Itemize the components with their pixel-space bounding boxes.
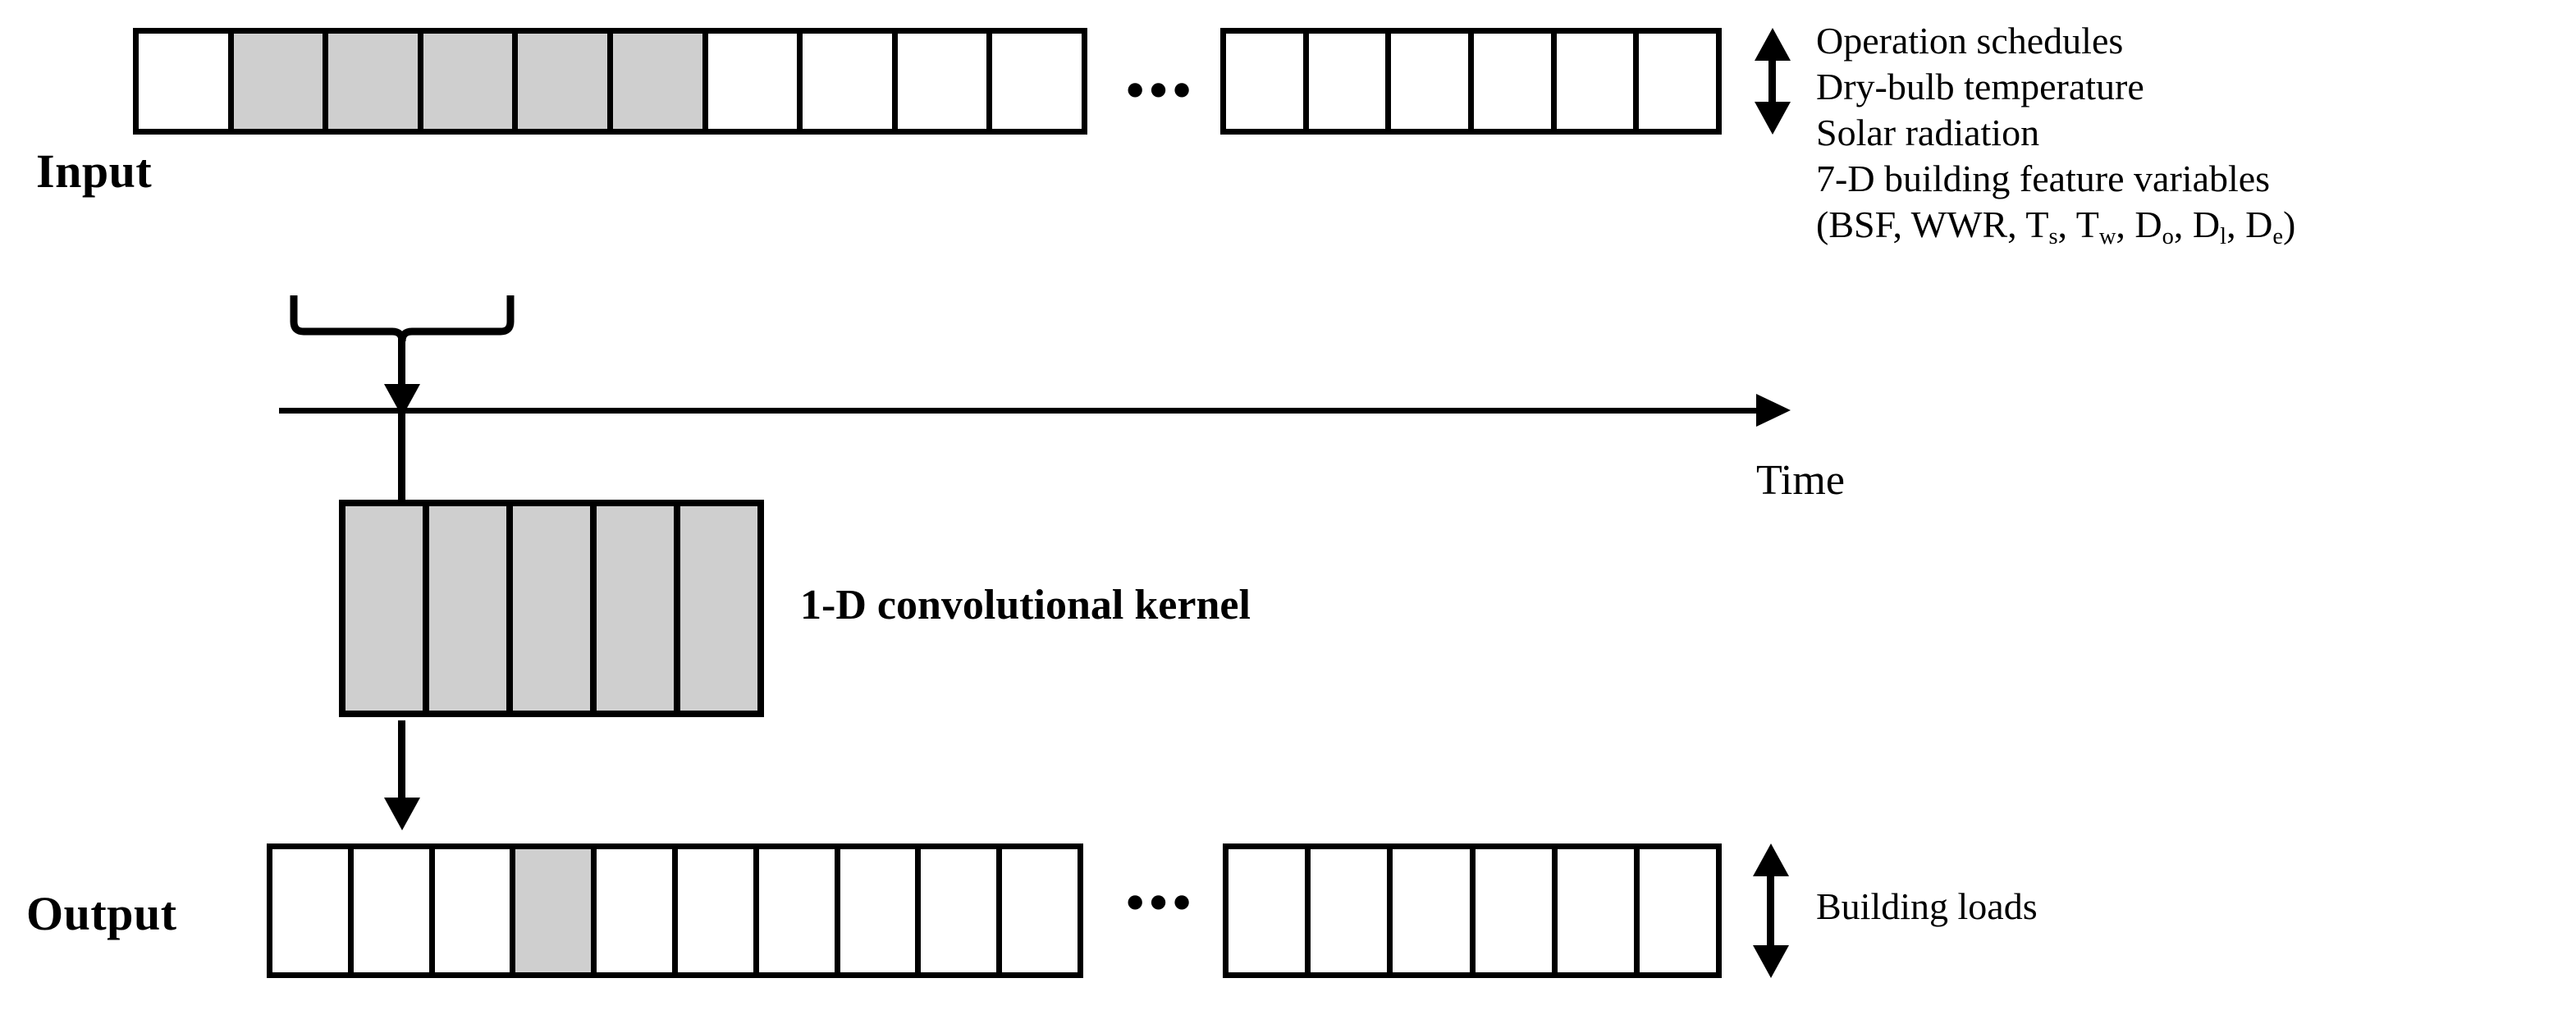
kernel-cell (345, 506, 429, 711)
feature-sep-4: , D (2226, 203, 2273, 245)
feature-suffix: ) (2283, 203, 2296, 245)
input-variable-line-3: Solar radiation (1816, 112, 2040, 153)
time-axis-arrow-head-icon (1756, 394, 1791, 427)
brace-to-kernel-arrow-shaft (398, 338, 405, 389)
output-timestep-cell (597, 849, 678, 972)
feature-sep-3: , D (2173, 203, 2221, 245)
output-row-label: Output (26, 887, 177, 940)
feature-sep-2: , D (2116, 203, 2162, 245)
input-feature-variable-list: (BSF, WWR, Ts, Tw, Do, Dl, De) (1816, 202, 2295, 260)
feature-subscript-o: o (2162, 223, 2174, 249)
feature-subscript-w: w (2098, 223, 2116, 249)
kernel-label: 1-D convolutional kernel (800, 582, 1251, 629)
output-variable-label: Building loads (1816, 885, 2038, 927)
input-timestep-cell (992, 34, 1082, 129)
input-variable-line-2: Dry-bulb temperature (1816, 66, 2144, 107)
time-axis-line (279, 408, 1756, 414)
output-sequence-segment-b (1223, 843, 1722, 978)
receptive-field-brace (289, 294, 515, 345)
arrow-shaft (1767, 868, 1774, 953)
input-timestep-cell (1639, 34, 1717, 129)
input-timestep-cell (612, 34, 708, 129)
input-timestep-cell (803, 34, 898, 129)
output-timestep-cell (758, 849, 840, 972)
kernel-to-output-arrow-head-icon (384, 798, 420, 830)
brace-icon (290, 295, 515, 342)
output-timestep-cell (1639, 849, 1717, 972)
input-timestep-cell (233, 34, 329, 129)
arrow-shaft (1768, 53, 1776, 110)
input-variable-line-4: 7-D building feature variables (1816, 158, 2271, 199)
input-timestep-cell (897, 34, 993, 129)
input-ellipsis: ••• (1126, 61, 1196, 119)
feature-subscript-l: l (2220, 223, 2227, 249)
kernel-cell (680, 506, 757, 711)
input-sequence-segment-b (1220, 28, 1722, 135)
output-timestep-cell (840, 849, 922, 972)
output-channel-extent-arrow (1746, 843, 1796, 978)
output-timestep-cell (1229, 849, 1311, 972)
input-timestep-cell (328, 34, 423, 129)
feature-subscript-s: s (2048, 223, 2058, 249)
input-timestep-cell (1474, 34, 1557, 129)
output-timestep-cell (515, 849, 597, 972)
output-timestep-cell (272, 849, 354, 972)
input-timestep-cell (1226, 34, 1309, 129)
input-variable-line-1: Operation schedules (1816, 20, 2124, 62)
input-timestep-cell (1556, 34, 1640, 129)
kernel-cell (429, 506, 513, 711)
kernel-cell (513, 506, 597, 711)
output-timestep-cell (434, 849, 516, 972)
time-axis-label: Time (1756, 457, 1845, 504)
arrow-head-down-icon (1755, 102, 1791, 135)
output-timestep-cell (1002, 849, 1078, 972)
input-timestep-cell (1308, 34, 1392, 129)
axis-to-kernel-arrow-shaft (398, 402, 405, 502)
feature-subscript-e: e (2272, 223, 2283, 249)
output-ellipsis: ••• (1126, 873, 1196, 931)
output-timestep-cell (353, 849, 435, 972)
arrow-head-down-icon (1753, 945, 1789, 978)
input-row-label: Input (36, 144, 153, 198)
input-channel-extent-arrow (1748, 28, 1797, 135)
input-timestep-cell (139, 34, 234, 129)
output-timestep-cell (1393, 849, 1476, 972)
output-sequence-segment-a (267, 843, 1083, 978)
input-timestep-cell (518, 34, 613, 129)
input-timestep-cell (1391, 34, 1475, 129)
output-timestep-cell (677, 849, 759, 972)
input-timestep-cell (423, 34, 519, 129)
feature-sep-1: , T (2057, 203, 2099, 245)
output-timestep-cell (921, 849, 1003, 972)
output-timestep-cell (1557, 849, 1640, 972)
kernel-cell (597, 506, 680, 711)
output-timestep-cell (1311, 849, 1393, 972)
input-timestep-cell (707, 34, 803, 129)
convolution-kernel-block (339, 500, 764, 717)
input-sequence-segment-a (133, 28, 1087, 135)
output-timestep-cell (1475, 849, 1558, 972)
kernel-to-output-arrow-shaft (398, 720, 405, 802)
feature-prefix: (BSF, WWR, T (1816, 203, 2049, 245)
